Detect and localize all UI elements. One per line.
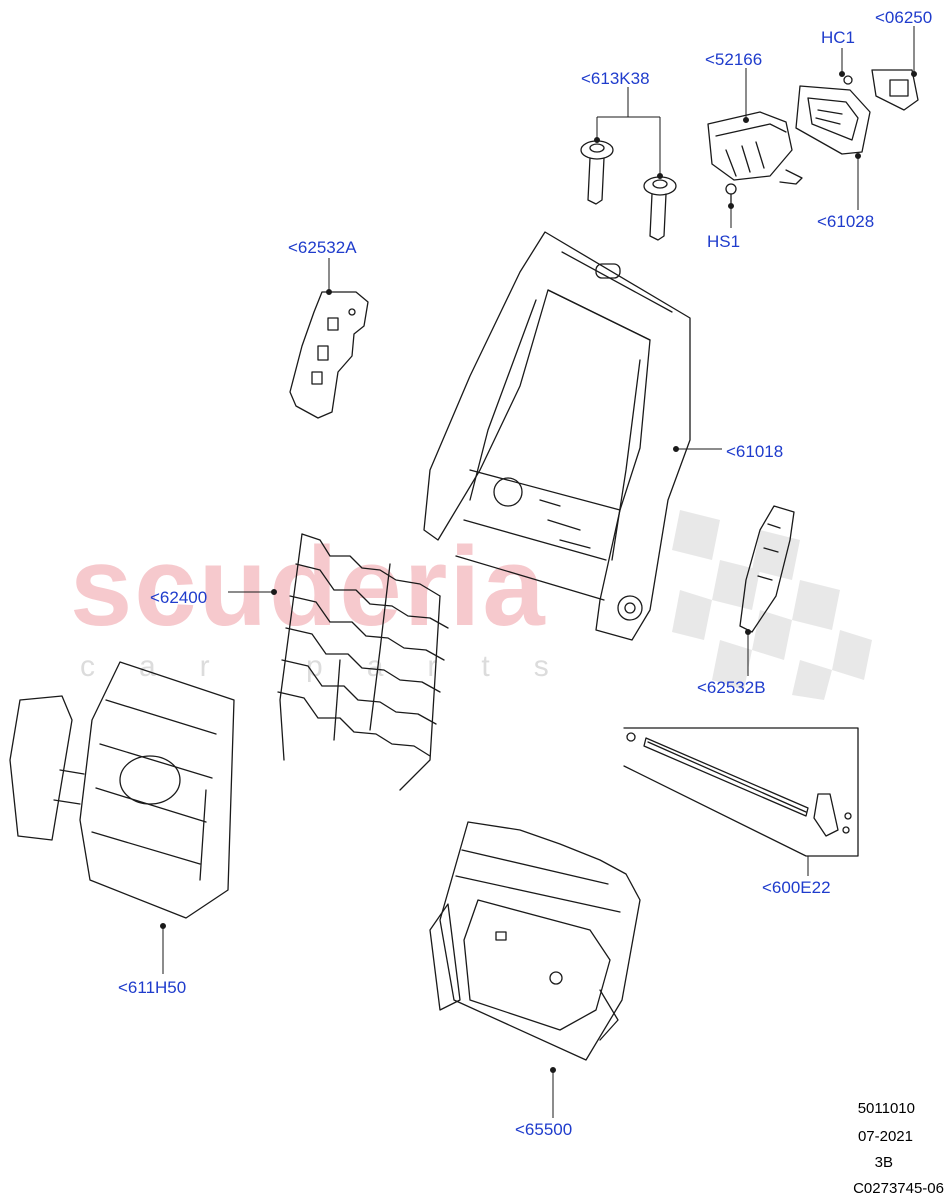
- rod-kit-box: [623, 727, 859, 857]
- control-module: [795, 85, 871, 155]
- callout-613k38[interactable]: <613K38: [581, 69, 650, 88]
- callout-600e22[interactable]: <600E22: [762, 878, 831, 897]
- switch-bracket: [707, 111, 803, 207]
- callout-hc1[interactable]: HC1: [821, 28, 856, 47]
- callout-62532a[interactable]: <62532A: [288, 238, 357, 257]
- callout-61018[interactable]: <61018: [726, 442, 784, 461]
- footer-revision: 3B: [874, 1154, 893, 1171]
- lower-lumbar-assembly: [429, 821, 641, 1061]
- footer-reference: C0273745-06: [853, 1180, 944, 1197]
- footer-diagram-code: 5011010: [857, 1100, 915, 1117]
- side-cover-b: [739, 505, 795, 633]
- callout-hs1[interactable]: HS1: [707, 232, 741, 251]
- wire-spring-mat: [277, 533, 449, 791]
- lumbar-support-assembly: [9, 661, 235, 919]
- callout-611h50[interactable]: <611H50: [118, 978, 187, 997]
- callout-61028[interactable]: <61028: [817, 212, 875, 231]
- side-cover-a: [289, 291, 369, 419]
- watermark-main: scuderia: [70, 524, 547, 649]
- module-cover: [843, 69, 919, 111]
- checker-flag-watermark: [672, 510, 872, 700]
- watermark-sub: car parts: [80, 650, 593, 683]
- callout-62532b[interactable]: <62532B: [697, 678, 766, 697]
- callout-52166[interactable]: <52166: [705, 50, 763, 69]
- backrest-frame: [423, 231, 691, 641]
- leader-lines: [160, 26, 917, 1118]
- callout-65500[interactable]: <65500: [515, 1120, 573, 1139]
- footer-date: 07-2021: [857, 1128, 913, 1145]
- headrest-guides: [580, 140, 677, 241]
- callout-62400[interactable]: <62400: [150, 588, 208, 607]
- callout-06250[interactable]: <06250: [875, 8, 933, 27]
